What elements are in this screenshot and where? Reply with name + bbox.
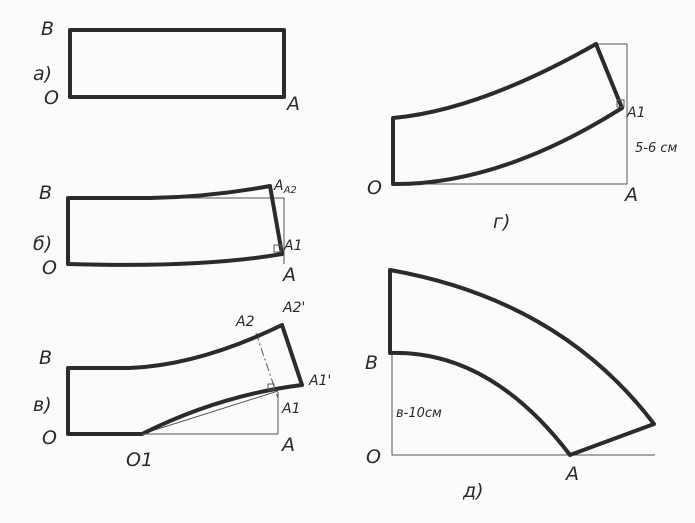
diagram-a-label-b: B	[41, 18, 54, 40]
diagram-d-dimension: в-10см	[396, 406, 442, 421]
diagram-a-rectangle	[68, 28, 286, 99]
diagram-g-label-a: A	[623, 184, 638, 206]
diagram-d: B в-10см O A д)	[365, 268, 656, 502]
diagram-v: A2 A2' B A1' в) A1 O A O1	[33, 300, 331, 471]
diagram-v-caption: в)	[33, 394, 52, 416]
diagram-v-label-a: A	[280, 434, 295, 456]
diagram-g: A1 5-6 см O A г)	[367, 42, 678, 233]
diagram-g-caption: г)	[493, 211, 510, 233]
diagram-a-caption: а)	[33, 63, 52, 85]
diagram-v-label-a1: A1	[281, 401, 300, 417]
diagram-v-label-a2: A2	[235, 314, 255, 330]
diagram-b-label-a2: AA2	[273, 178, 297, 196]
diagram-b-guide-rect	[160, 197, 285, 264]
diagram-d-label-a: A	[564, 463, 579, 485]
diagram-g-guide-rect	[392, 43, 628, 185]
diagram-b-caption: б)	[33, 233, 52, 255]
diagram-b: B AA2 б) A1 O A	[33, 178, 302, 286]
diagram-d-label-o: O	[366, 446, 381, 468]
diagram-g-right-angle-mark	[616, 99, 625, 108]
diagram-v-label-o: O	[42, 427, 57, 449]
diagram-d-axes	[391, 353, 655, 456]
diagram-b-label-o: O	[42, 257, 57, 279]
diagram-v-label-b: B	[39, 347, 52, 369]
diagram-v-outline	[66, 323, 304, 436]
diagram-d-outline	[388, 268, 656, 457]
diagram-v-dashdot-line	[255, 332, 279, 399]
diagram-g-outline	[391, 42, 624, 187]
diagram-g-dimension: 5-6 см	[635, 141, 678, 156]
diagram-b-label-a: A	[281, 264, 296, 286]
diagram-a-label-a: A	[285, 93, 300, 115]
diagram-v-right-angle-mark	[267, 383, 275, 391]
diagram-b-outline	[66, 184, 284, 267]
diagram-d-label-b: B	[365, 352, 378, 374]
diagram-v-guide-lines	[141, 390, 279, 435]
diagram-g-label-o: O	[367, 177, 382, 199]
diagram-g-label-a1: A1	[626, 105, 645, 121]
diagram-v-label-a1-prime: A1'	[308, 373, 331, 389]
diagram-b-label-b: B	[39, 182, 52, 204]
diagram-a-label-o: O	[44, 87, 59, 109]
diagram-v-label-a2-prime: A2'	[282, 300, 305, 316]
diagram-a: B а) O A	[33, 18, 300, 115]
diagram-v-label-o1: O1	[126, 449, 153, 471]
diagram-b-label-a1: A1	[283, 238, 302, 254]
diagram-d-caption: д)	[462, 480, 484, 502]
diagram-b-right-angle-mark	[273, 244, 282, 253]
